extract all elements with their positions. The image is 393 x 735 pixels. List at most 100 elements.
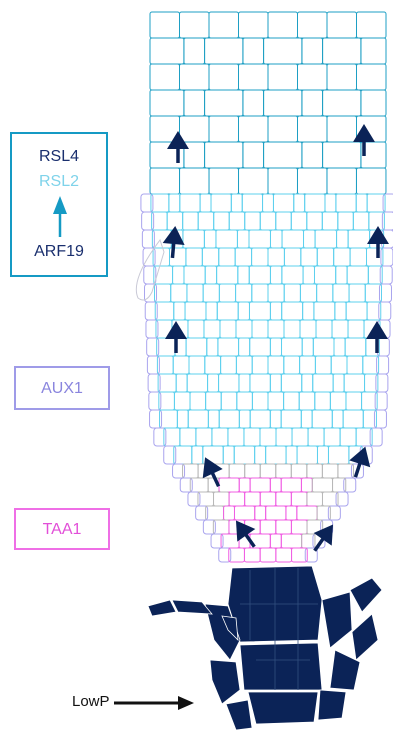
root-cell (315, 230, 336, 248)
root-cell (270, 266, 281, 284)
root-cell (205, 90, 243, 116)
root-cell (317, 446, 328, 464)
root-cell (208, 374, 219, 392)
root-cell (346, 392, 362, 410)
root-cell (204, 320, 220, 338)
root-cell (235, 248, 251, 266)
root-cell (252, 284, 268, 302)
root-cell (190, 392, 206, 410)
root-cell (209, 116, 239, 142)
arrow-head (167, 131, 189, 149)
root-cell (284, 392, 300, 410)
root-cell (244, 548, 260, 562)
root-cell (276, 464, 292, 478)
root-cell (301, 410, 312, 428)
root-cell (270, 338, 281, 356)
root-cell (243, 90, 264, 116)
root-cell (249, 302, 270, 320)
root-cell (219, 410, 239, 428)
root-cell (239, 410, 250, 428)
root-cell (298, 116, 328, 142)
root-cell (302, 90, 323, 116)
legend-rsl-arf19-box: RSL4 RSL2 ARF19 (10, 132, 108, 277)
root-cell (286, 446, 297, 464)
root-cell (347, 356, 363, 374)
root-cap-cell (248, 692, 318, 724)
root-cell (276, 212, 292, 230)
root-cell (184, 266, 205, 284)
root-cell (176, 374, 187, 392)
root-cell (327, 64, 357, 90)
arrow-left-3 (165, 321, 187, 353)
root-cell (252, 320, 268, 338)
root-cell (242, 194, 262, 212)
root-cell (255, 446, 266, 464)
root-cell (212, 428, 228, 446)
root-cell (245, 464, 261, 478)
root-cell (353, 212, 369, 230)
root-cell (348, 320, 364, 338)
root-cell (266, 446, 286, 464)
root-cell (150, 90, 184, 116)
root-cell (214, 492, 230, 506)
root-cell (243, 38, 264, 64)
root-cell (220, 320, 236, 338)
root-cell (312, 410, 332, 428)
root-cell (243, 142, 264, 168)
root-cell (282, 338, 303, 356)
root-cell (297, 506, 317, 520)
root-cell (206, 302, 217, 320)
arrow-head (314, 518, 342, 545)
arrow-head (165, 321, 187, 339)
root-cell (252, 248, 268, 266)
root-cell (282, 302, 303, 320)
arrow-head (366, 321, 388, 339)
root-cell (250, 374, 270, 392)
root-cell (155, 302, 174, 320)
lowp-arrow-icon (114, 694, 196, 712)
root-cell (324, 428, 340, 446)
root-cell (340, 428, 356, 446)
root-cell (335, 302, 346, 320)
root-cell (315, 356, 331, 374)
root-cell (157, 338, 175, 356)
root-cell (188, 320, 204, 338)
root-cell (245, 492, 261, 506)
root-cell (350, 248, 366, 266)
root-cell (169, 194, 180, 212)
root-cell (202, 248, 218, 266)
root-cell (270, 230, 282, 248)
root-cell (211, 194, 231, 212)
root-cell (356, 168, 385, 194)
root-cell (302, 374, 313, 392)
root-cell (189, 356, 205, 374)
root-cap-cell (226, 700, 252, 730)
root-cell (308, 428, 324, 446)
root-cell (190, 478, 208, 492)
root-cell (180, 12, 210, 38)
root-cell (301, 478, 312, 492)
root-cell (177, 410, 188, 428)
cell-grid (136, 12, 393, 562)
arrow-head (195, 453, 223, 479)
root-cell (260, 548, 276, 562)
root-cell (304, 230, 316, 248)
root-cell (260, 428, 276, 446)
root-cell (302, 38, 323, 64)
root-cell (303, 302, 314, 320)
root-cell (313, 374, 333, 392)
root-cell (282, 266, 303, 284)
root-cell (284, 320, 300, 338)
root-cap-cell (240, 643, 322, 690)
root-cell (252, 356, 268, 374)
root-cell (281, 374, 301, 392)
root-cell (217, 302, 238, 320)
root-cell (281, 534, 301, 548)
root-cell (345, 338, 366, 356)
root-cell (276, 548, 292, 562)
detached-cell (136, 240, 164, 300)
root-cell (273, 194, 293, 212)
root-cell (180, 64, 210, 90)
root-cell (357, 64, 387, 90)
